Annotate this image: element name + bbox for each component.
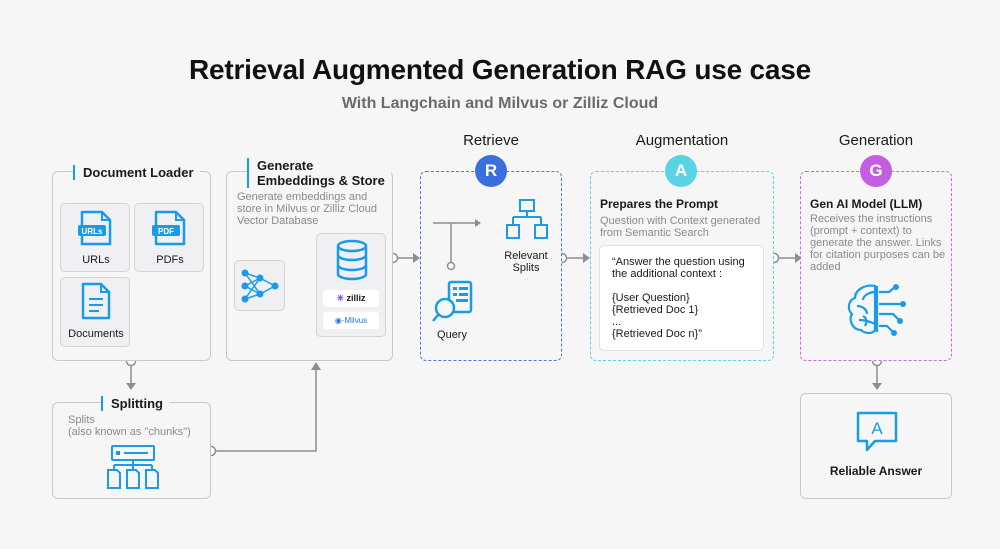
retrieve-title: Retrieve (463, 132, 519, 149)
prepares-prompt-heading: Prepares the Prompt (600, 197, 719, 211)
urls-file-icon: URLs (78, 210, 112, 246)
query-path-icon (433, 219, 481, 271)
generation-badge: G (860, 155, 892, 187)
milvus-logo-text: Milvus (344, 316, 368, 325)
urls-icon-text: URLs (82, 227, 103, 236)
augmentation-title: Augmentation (635, 132, 729, 149)
document-loader-box: Document Loader URLs URLs PDF PDFs Docum… (52, 165, 211, 361)
zilliz-logo-text: zilliz (346, 293, 366, 303)
vector-db-card: ✳ zilliz ◉·Milvus (316, 233, 386, 337)
embeddings-heading-line2: Embeddings & Store (257, 173, 385, 188)
urls-label: URLs (82, 254, 110, 266)
query-search-icon (432, 280, 473, 322)
retrieve-box: Relevant Splits Query (420, 171, 562, 361)
connector-splitting-to-embed (216, 370, 317, 452)
documents-label: Documents (68, 328, 124, 340)
neural-network-icon (241, 269, 279, 303)
splitting-heading: Splitting (101, 396, 169, 411)
embeddings-heading-line1: Generate (257, 158, 314, 173)
pdfs-label: PDFs (156, 254, 184, 266)
splitting-description: Splits (also known as "chunks") (68, 414, 208, 438)
prepares-prompt-description: Question with Context generated from Sem… (600, 215, 761, 239)
answer-icon-letter: A (871, 419, 883, 438)
retrieve-badge: R (475, 155, 507, 187)
splitting-desc-line2: (also known as "chunks") (68, 426, 191, 438)
prompt-template-quote: “Answer the question using the additiona… (599, 245, 764, 351)
query-label: Query (437, 329, 467, 341)
generation-title: Generation (838, 132, 914, 149)
relevant-splits-label: Relevant Splits (491, 250, 561, 274)
augmentation-badge: A (665, 155, 697, 187)
embeddings-description: Generate embeddings and store in Milvus … (237, 191, 377, 227)
document-icon (81, 282, 111, 320)
reliable-answer-box: A Reliable Answer (800, 393, 952, 499)
relevant-splits-line2: Splits (512, 262, 540, 274)
gen-ai-model-heading: Gen AI Model (LLM) (810, 197, 923, 211)
ai-brain-icon (847, 284, 906, 336)
splitting-desc-line1: Splits (68, 414, 95, 426)
neural-network-card (234, 260, 285, 311)
page-title: Retrieval Augmented Generation RAG use c… (188, 54, 812, 85)
pdf-file-icon: PDF (152, 210, 186, 246)
answer-chat-icon: A (856, 411, 898, 452)
relevant-splits-icon (506, 199, 548, 239)
document-loader-heading: Document Loader (73, 165, 200, 180)
splitting-box: Splitting Splits (also known as "chunks"… (52, 396, 211, 499)
pdf-icon-text: PDF (158, 227, 174, 236)
pdfs-card: PDF PDFs (134, 203, 204, 272)
page-subtitle: With Langchain and Milvus or Zilliz Clou… (341, 95, 659, 112)
zilliz-logo: ✳ zilliz (323, 290, 379, 307)
augmentation-box: Prepares the Prompt Question with Contex… (590, 171, 774, 361)
gen-ai-model-description: Receives the instructions (prompt + cont… (810, 213, 946, 273)
generation-box: Gen AI Model (LLM) Receives the instruct… (800, 171, 952, 361)
milvus-logo: ◉·Milvus (323, 312, 379, 329)
split-chunks-icon (107, 445, 159, 489)
documents-card: Documents (60, 277, 130, 347)
embeddings-store-box: Generate Embeddings & Store Generate emb… (226, 158, 393, 361)
embeddings-heading: Generate Embeddings & Store (247, 158, 391, 188)
reliable-answer-label: Reliable Answer (829, 464, 923, 478)
database-icon (336, 239, 368, 281)
urls-card: URLs URLs (60, 203, 130, 272)
relevant-splits-line1: Relevant (504, 250, 548, 262)
